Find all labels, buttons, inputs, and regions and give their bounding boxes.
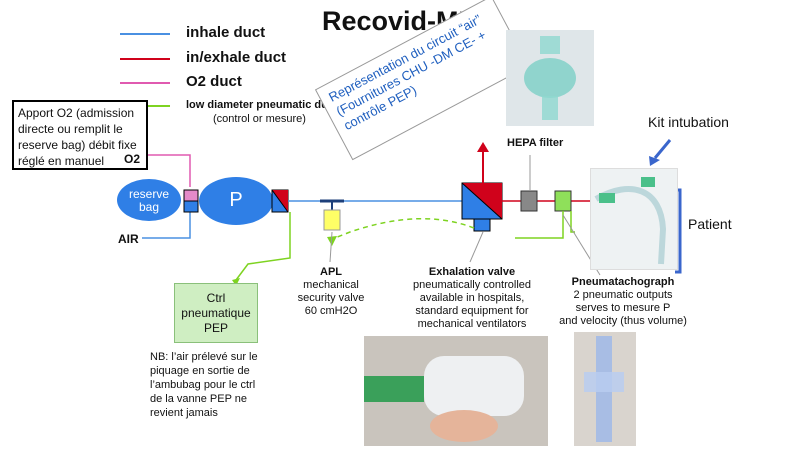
ctrl-pep-box: Ctrl pneumatique PEP (174, 283, 258, 343)
legend-item-o2: O2 duct (186, 73, 242, 90)
apl-line2: security valve (297, 292, 365, 304)
legend-item-pneumatic: low diameter pneumatic duct (186, 99, 338, 111)
pneumotachograph-photo (574, 332, 636, 446)
legend-sub-note: (control or mesure) (213, 113, 306, 125)
exhalation-line: pneumatically controlled (412, 279, 531, 291)
exhalation-line: mechanical ventilators (417, 318, 527, 330)
hepa-filter-photo (506, 30, 594, 126)
kit-intubation-label: Kit intubation (648, 114, 729, 130)
legend-item-exhale: in/exhale duct (186, 49, 287, 66)
apl-title: APL (320, 266, 342, 278)
exhalation-valve-port (473, 218, 491, 232)
o2-label: O2 (124, 152, 141, 166)
pneumatic-dashed-line (329, 218, 475, 241)
pneumo-line: serves to mesure P (575, 302, 671, 314)
ctrl-pep-line2: pneumatique (181, 305, 251, 320)
ctrl-pep-line3: PEP (203, 320, 228, 335)
o2-supply-note: Apport O2 (admission directe ou remplit … (12, 100, 148, 170)
exhalation-line: available in hospitals, (419, 292, 525, 304)
kit-arrow (653, 139, 672, 159)
air-duct (142, 212, 191, 239)
nb-note: NB: l’air prélevé sur le piquage en sort… (150, 351, 258, 419)
reserve-bag-label: reserve bag (128, 187, 169, 214)
pneumatic-line-1 (515, 211, 564, 239)
apl-line3: 60 cmH2O (304, 305, 358, 317)
apl-line1: mechanical (303, 279, 359, 291)
ctrl-pep-line1: Ctrl (206, 290, 226, 305)
exhalation-valve-photo (364, 336, 548, 446)
patient-label: Patient (688, 216, 732, 232)
hepa-filter-label: HEPA filter (507, 137, 564, 149)
pneumotachograph (554, 190, 572, 212)
intubation-kit-photo (590, 168, 678, 270)
apl-description: APL mechanical security valve 60 cmH2O (283, 266, 379, 318)
pneumatic-line-ctrl (235, 212, 291, 281)
pneumo-line: 2 pneumatic outputs (573, 289, 673, 301)
ambu-bag (199, 177, 273, 225)
hepa-filter (520, 190, 538, 212)
air-label: AIR (118, 232, 139, 246)
ambu-bag-label: P (229, 189, 243, 211)
exhalation-valve-title: Exhalation valve (428, 266, 516, 278)
pneumo-line: and velocity (thus volume) (559, 315, 687, 327)
legend-item-inhale: inhale duct (186, 24, 266, 41)
exhalation-valve-description: Exhalation valve pneumatically controlle… (398, 266, 546, 331)
apl-valve (323, 209, 341, 231)
reserve-bag (117, 179, 181, 221)
pneumotachograph-title: Pneumatachograph (571, 276, 675, 288)
exhalation-line: standard equipment for (415, 305, 529, 317)
pneumotachograph-description: Pneumatachograph 2 pneumatic outputs ser… (548, 276, 698, 328)
o2-duct (148, 154, 191, 187)
